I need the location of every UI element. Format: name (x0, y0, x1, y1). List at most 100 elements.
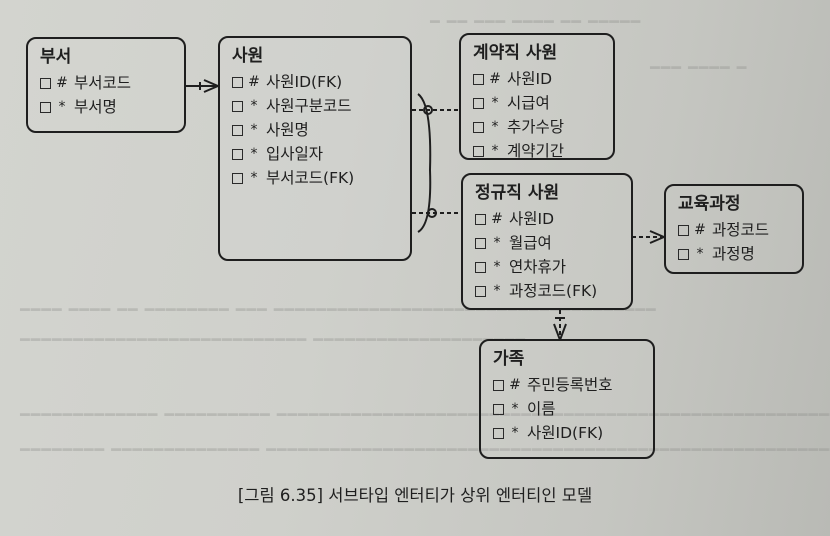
checkbox-icon (678, 248, 689, 260)
checkbox-icon (493, 379, 504, 391)
key-mark: * (250, 98, 258, 114)
attribute-label: 부서코드(FK) (266, 169, 355, 187)
key-mark: # (248, 74, 260, 90)
attribute-row: #사원ID(FK) (232, 70, 354, 94)
entity-course: 교육과정 #과정코드 * 과정명 (664, 184, 804, 274)
attribute-label: 과정명 (712, 245, 755, 263)
attribute-row: # 부서코드 (40, 71, 131, 95)
attribute-label: 주민등록번호 (527, 376, 613, 394)
key-mark: # (489, 71, 501, 87)
key-mark: * (58, 99, 66, 115)
key-mark: * (250, 170, 258, 186)
entity-family: 가족 # 주민등록번호 * 이름 * 사원ID(FK) (479, 339, 655, 459)
attribute-label: 시급여 (507, 94, 550, 112)
attribute-label: 사원명 (266, 121, 309, 139)
key-mark: * (491, 143, 499, 159)
attribute-row: * 추가수당 (473, 115, 564, 139)
attribute-row: #과정코드 (678, 218, 769, 242)
checkbox-icon (473, 73, 484, 85)
attribute-label: 부서코드 (74, 74, 132, 92)
key-mark: * (493, 283, 501, 299)
entity-title: 사원 (232, 46, 264, 66)
key-mark: * (493, 259, 501, 275)
attribute-list: # 사원ID * 시급여 * 추가수당 * 계약기간 (473, 67, 564, 163)
attribute-row: # 주민등록번호 (493, 373, 613, 397)
attribute-row: # 사원ID (473, 67, 564, 91)
attribute-row: * 시급여 (473, 91, 564, 115)
figure-caption: [그림 6.35] 서브타입 엔터티가 상위 엔터티인 모델 (237, 486, 593, 505)
attribute-row: * 사원ID(FK) (493, 421, 613, 445)
checkbox-icon (473, 97, 484, 109)
show-through-text: ━━━ ━━━━ ━ (650, 58, 748, 77)
show-through-text: ━━━━━━━━━━━━━ ━━━━━━━━━━ ━━━━━━━━━━━━━━━… (20, 405, 830, 424)
checkbox-icon (475, 261, 486, 273)
entity-title: 정규직 사원 (475, 183, 560, 203)
attribute-row: * 부서코드(FK) (232, 166, 354, 190)
attribute-label: 사원ID (507, 70, 553, 88)
attribute-row: * 입사일자 (232, 142, 354, 166)
key-mark: # (491, 211, 503, 227)
attribute-row: * 사원구분코드 (232, 94, 354, 118)
entity-department: 부서 # 부서코드 * 부서명 (26, 37, 186, 133)
attribute-row: * 사원명 (232, 118, 354, 142)
entity-title: 교육과정 (678, 194, 741, 214)
checkbox-icon (40, 101, 51, 113)
entity-contract-employee: 계약직 사원 # 사원ID * 시급여 * 추가수당 * 계약기간 (459, 33, 615, 160)
attribute-label: 월급여 (509, 234, 552, 252)
attribute-list: # 사원ID * 월급여 * 연차휴가 * 과정코드(FK) (475, 207, 597, 303)
entity-employee: 사원 #사원ID(FK) * 사원구분코드 * 사원명 * 입사일자 * 부서코드(FK… (218, 36, 412, 261)
checkbox-icon (493, 403, 504, 415)
key-mark: * (250, 122, 258, 138)
attribute-label: 부서명 (74, 98, 117, 116)
attribute-label: 연차휴가 (509, 258, 567, 276)
attribute-list: #사원ID(FK) * 사원구분코드 * 사원명 * 입사일자 * 부서코드(FK) (232, 70, 354, 190)
key-mark: * (493, 235, 501, 251)
key-mark: * (511, 401, 519, 417)
attribute-list: # 주민등록번호 * 이름 * 사원ID(FK) (493, 373, 613, 445)
entity-title: 계약직 사원 (473, 43, 558, 63)
checkbox-icon (232, 172, 243, 184)
key-mark: * (696, 246, 704, 262)
attribute-row: * 부서명 (40, 95, 131, 119)
attribute-row: * 계약기간 (473, 139, 564, 163)
show-through-text: ━━━━━━━━ ━━━━━━━━━━━━━━ ━━━━━━━━━━━━━━━━… (20, 440, 830, 459)
entity-title: 부서 (40, 47, 72, 67)
attribute-label: 사원ID (509, 210, 555, 228)
attribute-label: 계약기간 (507, 142, 565, 160)
key-mark: * (250, 146, 258, 162)
attribute-label: 과정코드(FK) (509, 282, 598, 300)
attribute-label: 이름 (527, 400, 556, 418)
attribute-row: * 과정코드(FK) (475, 279, 597, 303)
checkbox-icon (475, 237, 486, 249)
attribute-list: #과정코드 * 과정명 (678, 218, 769, 266)
entity-title: 가족 (493, 349, 525, 369)
checkbox-icon (232, 76, 243, 88)
attribute-label: 과정코드 (712, 221, 770, 239)
checkbox-icon (40, 77, 51, 89)
key-mark: # (56, 75, 68, 91)
checkbox-icon (473, 121, 484, 133)
attribute-label: 입사일자 (266, 145, 324, 163)
checkbox-icon (232, 100, 243, 112)
checkbox-icon (475, 213, 486, 225)
attribute-row: * 연차휴가 (475, 255, 597, 279)
checkbox-icon (475, 285, 486, 297)
attribute-label: 사원구분코드 (266, 97, 352, 115)
checkbox-icon (678, 224, 689, 236)
entity-regular-employee: 정규직 사원 # 사원ID * 월급여 * 연차휴가 * 과정코드(FK) (461, 173, 633, 310)
attribute-row: * 월급여 (475, 231, 597, 255)
key-mark: # (509, 377, 521, 393)
checkbox-icon (232, 124, 243, 136)
key-mark: * (491, 119, 499, 135)
key-mark: * (511, 425, 519, 441)
attribute-row: * 이름 (493, 397, 613, 421)
show-through-text: ━━━━ ━━━━ ━━ ━━━━━━━━ ━━━ ━━━━━━━━━━━━━━… (20, 300, 657, 319)
attribute-label: 추가수당 (507, 118, 565, 136)
checkbox-icon (493, 427, 504, 439)
checkbox-icon (232, 148, 243, 160)
attribute-label: 사원ID(FK) (527, 424, 604, 442)
key-mark: * (491, 95, 499, 111)
show-through-text: ━ ━━ ━━━ ━━━━ ━━ ━━━━━ (430, 12, 642, 31)
